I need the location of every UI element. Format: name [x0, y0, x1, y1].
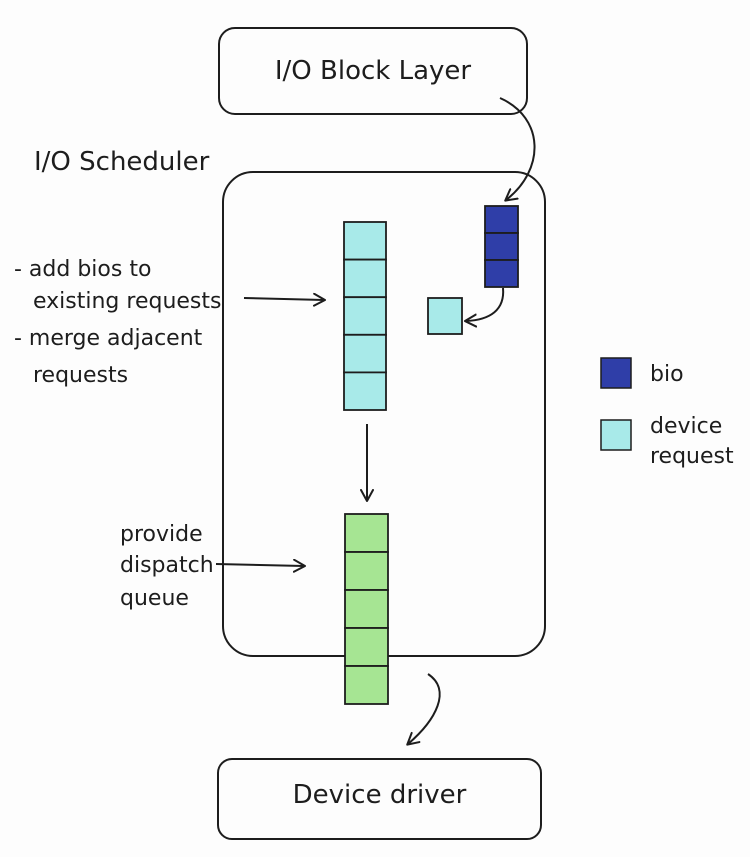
arrow-dispatch-to-driver	[406, 673, 441, 746]
bio-block	[484, 205, 519, 234]
merge-note-line-3: - merge adjacent	[14, 326, 203, 351]
dispatch-block	[344, 513, 389, 553]
dispatch-note-line-1: provide	[120, 522, 203, 547]
bio-block	[484, 259, 519, 288]
merge-note-line-2: existing requests	[33, 289, 222, 314]
block-layer-box	[218, 27, 528, 115]
legend-bio-label: bio	[650, 362, 684, 387]
bio-block	[484, 232, 519, 261]
dispatch-note-line-2: dispatch	[120, 553, 214, 578]
arrow-dispatch-notes	[215, 558, 306, 573]
request-block	[427, 297, 463, 335]
device-driver-label: Device driver	[292, 780, 467, 810]
arrow-block-layer-to-bio	[499, 97, 536, 202]
single-request	[427, 297, 463, 335]
legend-bio-swatch	[600, 357, 632, 389]
dispatch-block	[344, 627, 389, 667]
request-block	[343, 258, 387, 299]
request-queue	[343, 221, 387, 411]
merge-note-line-1: - add bios to	[14, 257, 152, 282]
legend-device-request-swatch	[600, 419, 632, 451]
dispatch-queue	[344, 513, 389, 705]
legend-device-label-line-2: request	[650, 444, 734, 469]
dispatch-block	[344, 589, 389, 629]
dispatch-note-line-3: queue	[120, 586, 189, 611]
dispatch-block	[344, 551, 389, 591]
scheduler-label: I/O Scheduler	[34, 147, 210, 177]
device-driver-box	[217, 758, 542, 840]
request-block	[343, 296, 387, 336]
dispatch-block	[344, 665, 389, 705]
merge-note-line-4: requests	[33, 363, 129, 388]
arrow-bio-to-request	[464, 287, 505, 328]
block-layer-label: I/O Block Layer	[274, 56, 472, 86]
request-block	[343, 221, 387, 261]
bio-stack	[484, 205, 519, 288]
request-block	[343, 333, 387, 374]
legend-device-label-line-1: device	[650, 414, 723, 439]
arrow-merge-notes	[243, 292, 326, 307]
request-block	[343, 371, 387, 411]
